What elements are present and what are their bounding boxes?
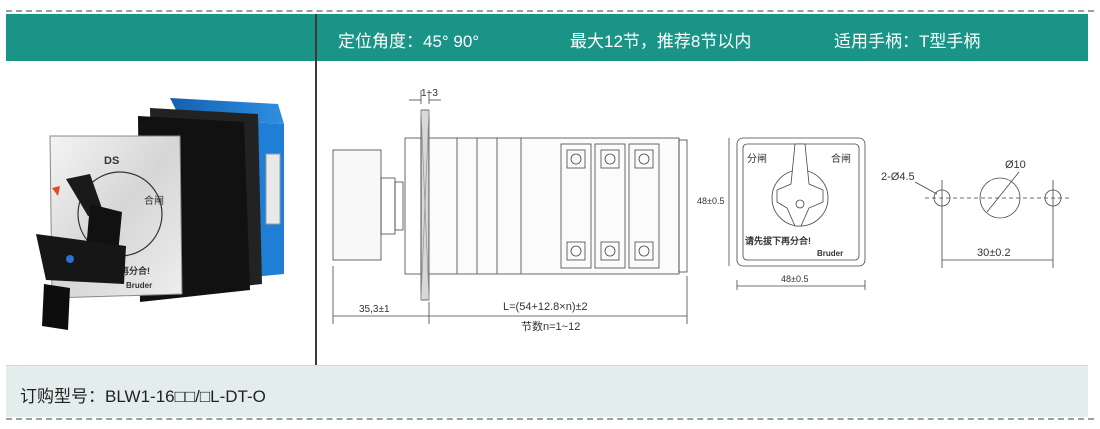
front-brand: Bruder [817, 249, 843, 258]
bottom-dashed-rule [6, 418, 1094, 420]
dim-body-length: L=(54+12.8×n)±2 [503, 301, 588, 313]
photo-on-label: 合闸 [144, 194, 164, 207]
technical-drawing: 1~3 35,3±1 L=(54+12.8×n)±2 节数n=1~12 分闸 合… [332, 88, 1071, 333]
top-dashed-rule [6, 10, 1094, 12]
front-view [728, 137, 866, 290]
order-band [6, 365, 1088, 417]
hole-spacing-label: 30±0.2 [977, 247, 1011, 259]
photo-ds-label: DS [104, 155, 119, 167]
dim-shaft-length: 35,3±1 [359, 304, 390, 315]
product-photo: DS 合闸 请先拔下再分合! Bruder [36, 98, 284, 330]
spec-max-sections: 最大12节，推荐8节以内 [570, 32, 752, 51]
holes-label: 2-Ø4.5 [881, 171, 915, 183]
front-off-label: 分闸 [747, 152, 767, 165]
t-handle [36, 174, 126, 330]
spec-angle: 定位角度：45° 90° [338, 32, 480, 51]
spec-header-bar [6, 14, 1088, 61]
dim-gap: 1~3 [421, 88, 438, 99]
side-view [332, 90, 688, 324]
mounting-cutout [914, 171, 1071, 268]
sections-note: 节数n=1~12 [521, 320, 580, 333]
spec-handle-type: 适用手柄：T型手柄 [834, 32, 981, 51]
order-model: 订购型号：BLW1-16□□/□L-DT-O [20, 387, 266, 406]
dim-front-width: 48±0.5 [781, 274, 808, 284]
center-hole-label: Ø10 [1005, 159, 1026, 171]
photo-brand: Bruder [126, 281, 152, 290]
front-warning-label: 请先拔下再分合! [745, 235, 811, 246]
dim-front-height: 48±0.5 [697, 196, 724, 206]
side-view-terminals [566, 149, 654, 261]
front-on-label: 合闸 [831, 152, 851, 165]
column-divider [315, 14, 317, 365]
